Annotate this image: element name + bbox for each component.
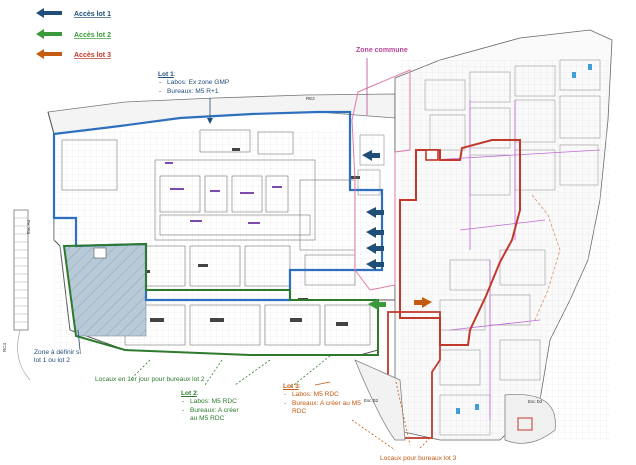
- esc-a4-label: Esc A4: [26, 219, 31, 234]
- legend-lot3-label: Accès lot 3: [74, 52, 111, 59]
- legend-lot2-label: Accès lot 2: [74, 32, 111, 39]
- arrow-left-icon: [36, 29, 62, 39]
- legend-lot1-label: Accès lot 1: [74, 11, 111, 18]
- lot1-annotation: Lot 1: Labos: Ex zone GMP Bureaux: M5 R+…: [158, 71, 273, 97]
- south-annex: [354, 359, 406, 441]
- east-building: [394, 29, 613, 444]
- elevator-box: [93, 247, 107, 259]
- arrow-left-icon: [36, 8, 62, 18]
- zone-commune-outline: [351, 69, 411, 291]
- lot3-annotation: Lot 3: Labos: M5 RDC Bureaux: A créer au…: [283, 383, 371, 417]
- lot1-access-arrow: [366, 227, 384, 238]
- lot1-access-arrow: [362, 150, 380, 161]
- lot3-title: Lot 3: [283, 383, 299, 390]
- access-arrows: [362, 150, 432, 310]
- lot2-item: Bureaux: A créer au M5 RDC: [182, 407, 241, 424]
- zone-a-definir-pointer: [77, 329, 81, 351]
- lot3-item: Bureaux: A créer au M5 RDC: [284, 400, 371, 417]
- legend: Accès lot 1 Accès lot 2 Accès lot 3: [36, 8, 111, 59]
- lot3-upper-outline: [399, 139, 521, 346]
- lot2-access-arrow: [368, 299, 386, 310]
- locaux-lot3-label: Locaux pour bureaux lot 3: [380, 455, 457, 462]
- lot2-item: Labos: M5 RDC: [182, 398, 241, 407]
- lot1-item: Labos: Ex zone GMP: [159, 79, 273, 88]
- esc-b2-label: Esc B2: [364, 398, 379, 403]
- lot3-access-arrow: [414, 297, 432, 308]
- locaux-lot2-label: Locaux en 1er jour pour bureaux lot 2: [95, 376, 205, 383]
- left-stair-strip: [13, 209, 31, 381]
- lot1-access-arrow: [366, 243, 384, 254]
- lot2-annotation: Lot 2: Labos: M5 RDC Bureaux: A créer au…: [181, 390, 241, 424]
- lot3-item: Labos: M5 RDC: [284, 391, 371, 400]
- arrow-left-icon: [36, 49, 62, 59]
- re2-label: RE2: [306, 96, 315, 101]
- lot3-pointer: [314, 381, 331, 386]
- zone-a-definir-label: Zone à définir si lot 1 ou lot 2: [34, 349, 81, 365]
- lot1-title: Lot 1: [158, 71, 174, 78]
- rc4-label: RC4: [2, 343, 7, 352]
- lot1-access-arrow: [366, 207, 384, 218]
- lot2-title: Lot 2: [181, 390, 197, 397]
- lot1-item: Bureaux: M5 R+1: [159, 88, 273, 97]
- zone-commune-label: Zone commune: [356, 47, 408, 54]
- lot1-access-arrow: [366, 259, 384, 270]
- esc-d2-label: Esc D2: [528, 399, 543, 404]
